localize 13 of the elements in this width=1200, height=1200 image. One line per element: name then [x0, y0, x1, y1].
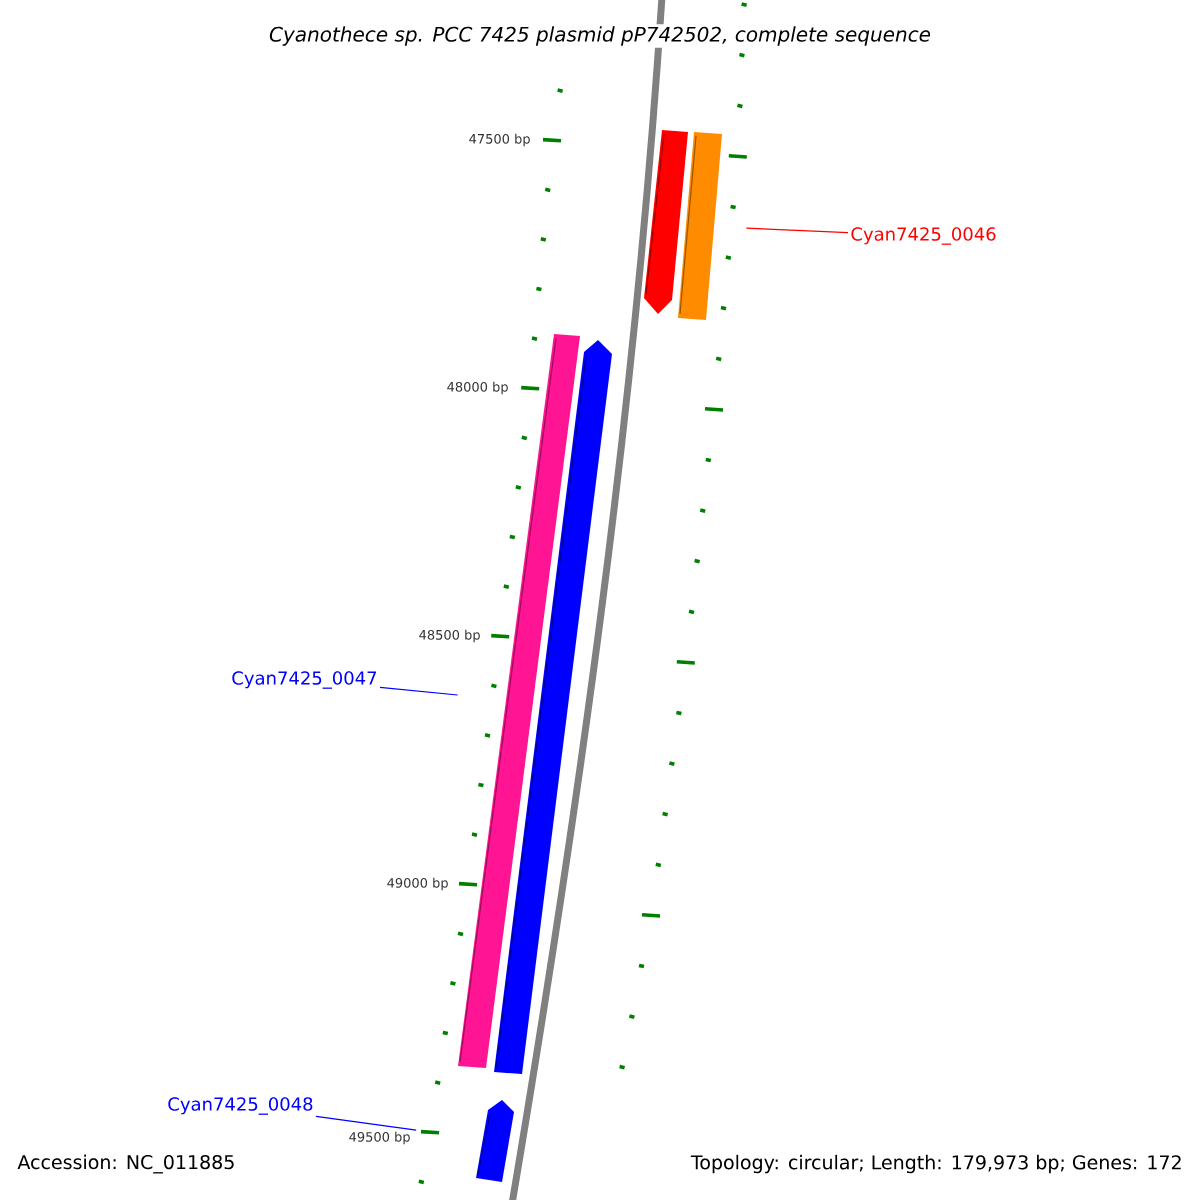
- gene-bar: [678, 132, 722, 320]
- footer-text: Accession: NC_011885: [17, 1154, 234, 1174]
- leader-line: [315, 1115, 417, 1131]
- leader-line: [745, 227, 849, 234]
- gene-label: Cyan7425_0046: [851, 227, 996, 245]
- gene-bar: [476, 1100, 514, 1182]
- gene-label: Cyan7425_0047: [232, 671, 377, 689]
- gene-bar: [494, 340, 612, 1074]
- gene-bar: [644, 130, 688, 314]
- gene-label: Cyan7425_0048: [168, 1097, 313, 1115]
- leader-line: [379, 686, 459, 696]
- footer-text: Topology: circular; Length: 179,973 bp; Genes: 172: [690, 1154, 1181, 1174]
- title: Cyanothece sp. PCC 7425 plasmid pP742502, complete sequence: [267, 24, 933, 48]
